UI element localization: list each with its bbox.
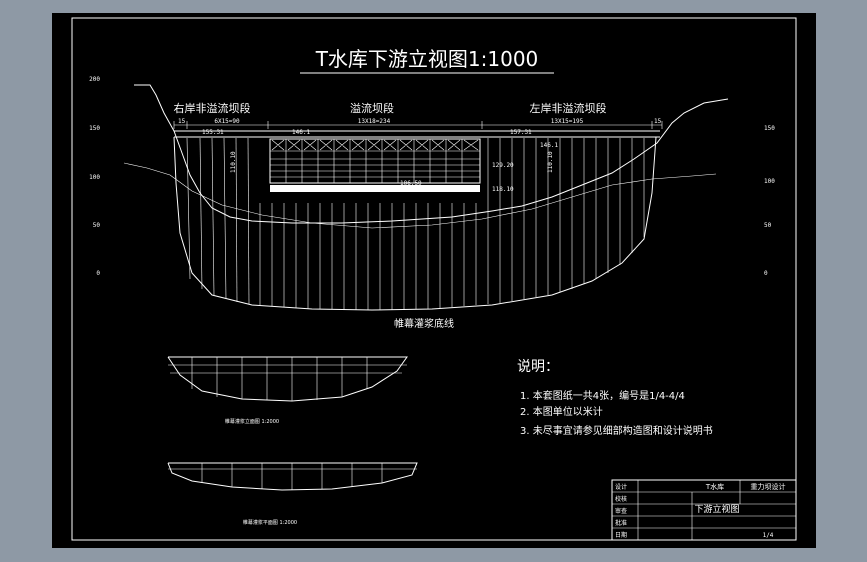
axis-right-tick: 50 (764, 222, 772, 229)
note-item-2: 2. 本图单位以米计 (520, 405, 603, 418)
curtain-grouting-label: 帷幕灌浆底线 (394, 317, 454, 330)
axis-right-tick: 100 (764, 178, 775, 185)
dim-edge-left: 15 (178, 118, 186, 125)
dim-right-bank: 6X15=90 (214, 118, 240, 125)
elevation-118: 118.10 (492, 186, 514, 193)
elevation-crest: 106.50 (400, 180, 422, 187)
elevation-left-vertical: 110.10 (230, 151, 237, 173)
terrain-profile (134, 84, 729, 224)
drawing-sheet: T水库下游立视图1:1000 右岸非溢流坝段 溢流坝段 左岸非溢流坝段 15 6… (52, 13, 816, 548)
section-label-left-bank: 左岸非溢流坝段 (530, 101, 607, 115)
cad-drawing: T水库下游立视图1:1000 右岸非溢流坝段 溢流坝段 左岸非溢流坝段 15 6… (71, 17, 797, 541)
gate-bays (270, 139, 480, 183)
notes-heading: 说明： (517, 359, 559, 375)
axis-right: 150 100 50 0 (764, 125, 775, 277)
dimension-ticks (173, 121, 663, 129)
axis-left-tick: 200 (89, 76, 100, 83)
title-block-drawing-name: 下游立视图 (694, 503, 739, 515)
title-block-sheet-no: 1/4 (763, 532, 774, 539)
title-block-row-label: 审查 (615, 507, 627, 515)
title-block-row-label: 日期 (615, 531, 627, 539)
note-item-1: 1. 本套图纸一共4张，编号是1/4-4/4 (520, 389, 685, 402)
gate-crosses (271, 139, 479, 151)
spillway-gates (269, 138, 481, 192)
small-view-lower-label: 帷幕灌浆平面图 1:2000 (243, 519, 297, 526)
spillway-apron (270, 185, 480, 192)
axis-left-tick: 100 (89, 174, 100, 181)
dim-spillway: 13X18=234 (358, 118, 391, 125)
drawing-title: T水库下游立视图1:1000 (315, 47, 539, 71)
title-block: 设计 校核 审查 批准 日期 T水库 重力坝设计 下游立视图 1/4 (611, 479, 797, 541)
small-view-upper: 帷幕灌浆立面图 1:2000 (167, 356, 408, 425)
elevation-mid-right: 146.1 (540, 142, 558, 149)
dim-edge-right: 15 (654, 118, 662, 125)
title-block-design: 重力坝设计 (751, 482, 786, 491)
elevation-mid-left: 146.1 (292, 129, 310, 136)
curtain-grouting-line (173, 136, 657, 311)
elevation-left-top: 155.31 (202, 129, 224, 136)
elevation-right-vertical: 110.10 (547, 151, 554, 173)
note-item-3: 3. 未尽事宜请参见细部构造图和设计说明书 (520, 424, 713, 437)
title-block-row-label: 校核 (615, 495, 627, 503)
section-label-spillway: 溢流坝段 (350, 101, 394, 115)
title-block-row-label: 批准 (615, 519, 627, 527)
dim-left-bank: 13X15=195 (551, 118, 584, 125)
title-block-row-label: 设计 (615, 483, 627, 491)
elevation-right-top: 157.31 (510, 129, 532, 136)
title-block-project: T水库 (705, 482, 724, 491)
axis-left-tick: 50 (93, 222, 101, 229)
title-block-labels: 设计 校核 审查 批准 日期 (615, 483, 627, 539)
elevation-129: 129.20 (492, 162, 514, 169)
section-label-right-bank: 右岸非溢流坝段 (174, 101, 251, 115)
spillway-block (269, 138, 481, 184)
axis-left-tick: 0 (96, 270, 100, 277)
axis-right-tick: 0 (764, 270, 768, 277)
axis-left: 200 150 100 50 0 (89, 76, 100, 277)
axis-right-tick: 150 (764, 125, 775, 132)
grouting-holes (186, 137, 645, 310)
drawing-frame (71, 17, 797, 541)
small-view-upper-label: 帷幕灌浆立面图 1:2000 (225, 418, 279, 425)
axis-left-tick: 150 (89, 125, 100, 132)
small-view-lower: 帷幕灌浆平面图 1:2000 (167, 462, 418, 526)
